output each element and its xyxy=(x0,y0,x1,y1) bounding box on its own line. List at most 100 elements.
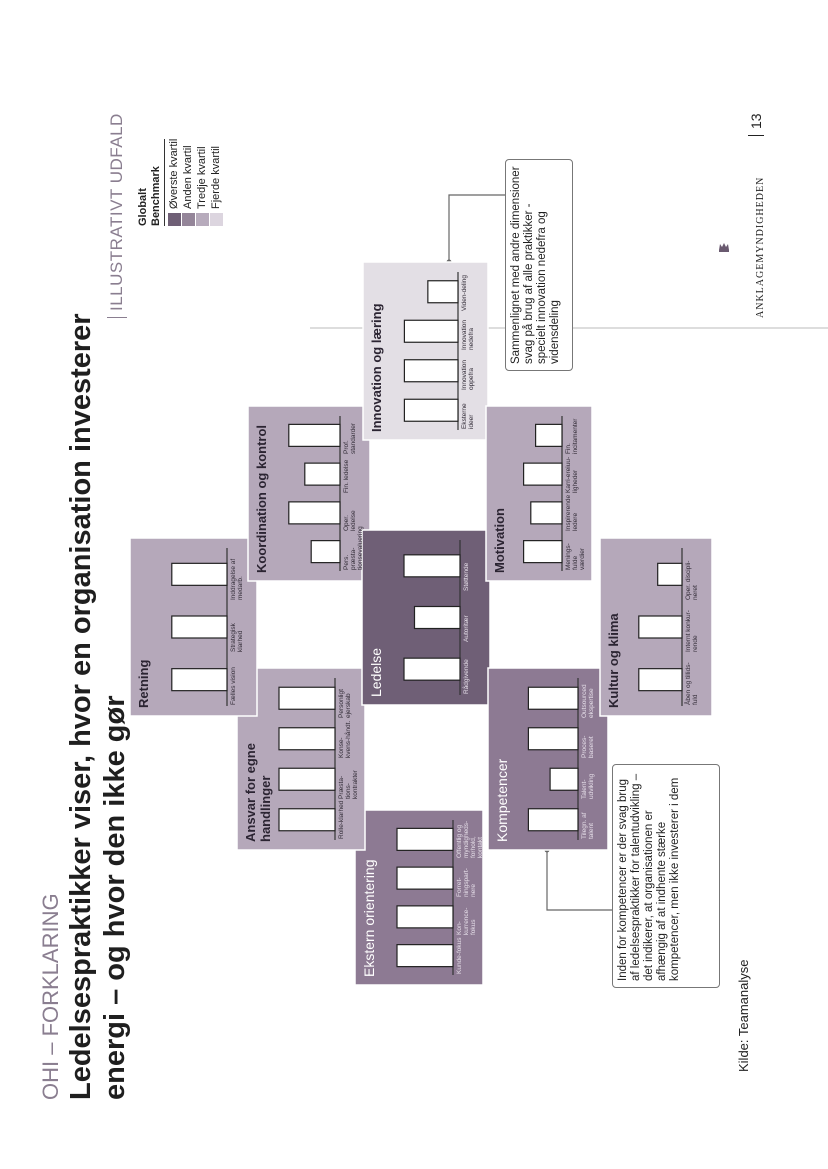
connector-innovation xyxy=(448,194,505,262)
callout-kompetencer-text: Inden for kompetencer er der svag brug a… xyxy=(617,773,681,981)
bar-ledelse-1 xyxy=(403,657,461,681)
bar-koordination-3 xyxy=(304,462,341,486)
bar-ansvar-3 xyxy=(278,727,336,751)
bar-retning-3 xyxy=(171,562,228,586)
benchmark-title-2: Benchmark xyxy=(150,138,165,226)
bar-kultur-2 xyxy=(638,615,683,639)
bar-label: Forret-ningspart-nere xyxy=(456,867,477,897)
legend-swatch xyxy=(167,213,181,226)
legend-swatch xyxy=(181,213,195,226)
bar-label: Autoritær xyxy=(463,615,470,643)
bar-koordination-1 xyxy=(310,540,341,564)
bar-ansvar-4 xyxy=(278,686,336,710)
bar-label: Præsta-tions-kontrakter xyxy=(338,769,359,799)
legend-label: Øverste kvartil xyxy=(168,138,180,209)
bar-label: Konse-kvens-håndt. xyxy=(338,720,352,758)
box-title: Retning xyxy=(136,659,151,708)
box-title: Ledelse xyxy=(368,647,384,697)
box-title: Ekstern orientering xyxy=(361,859,377,977)
bar-label: Oper. discipli-neret xyxy=(685,560,699,600)
bar-label: Viden-deling xyxy=(461,274,468,311)
box-ansvar xyxy=(236,667,366,851)
bar-innovation-3 xyxy=(403,319,459,343)
bar-retning-1 xyxy=(171,668,228,692)
bar-ledelse-3 xyxy=(403,554,461,578)
legend-label: Fjerde kvartil xyxy=(210,146,222,209)
legend-swatch xyxy=(209,213,223,226)
bar-label: Fin. incitamenter xyxy=(565,418,579,454)
bar-label: Personligt ejerskab xyxy=(338,688,352,718)
bar-label: Strategisk klarhed xyxy=(230,623,244,653)
box-kompetencer xyxy=(487,667,609,851)
bar-kompetencer-1 xyxy=(527,808,579,832)
bar-ekstern-4 xyxy=(396,827,454,851)
benchmark-title-1: Globalt xyxy=(137,188,149,226)
bar-label: Kunde-fokus xyxy=(456,937,463,975)
box-title: Ansvar for egne handlinger xyxy=(243,743,273,842)
bar-motivation-3 xyxy=(522,462,563,486)
box-koordination xyxy=(247,405,371,582)
bar-kompetencer-3 xyxy=(527,727,579,751)
box-title: Innovation og læring xyxy=(369,303,384,432)
bar-label: Prof. standarder xyxy=(343,422,357,454)
bar-kultur-3 xyxy=(657,562,683,586)
bar-label: Innovation oppefra xyxy=(461,359,475,390)
source-note: Kilde: Teamanalyse xyxy=(736,959,751,1073)
bar-koordination-2 xyxy=(288,501,341,525)
box-motivation xyxy=(485,405,593,582)
crown-logo xyxy=(717,240,731,254)
bar-label: Fælles vision xyxy=(230,667,237,705)
page-number: 13 xyxy=(748,113,764,136)
bar-retning-2 xyxy=(171,615,228,639)
box-title: Motivation xyxy=(492,508,507,573)
page-title-block: OHI – FORKLARING Ledelsespraktikker vise… xyxy=(38,313,132,1100)
bar-motivation-2 xyxy=(530,501,563,525)
bar-label: Outsourced ekspertise xyxy=(581,683,595,718)
bar-label: Kon-kurrence-fokus xyxy=(456,907,477,936)
legend-label: Anden kvartil xyxy=(182,145,194,209)
title-prefix: OHI – FORKLARING xyxy=(38,893,63,1100)
bar-label: Oper. ledelse xyxy=(343,510,357,532)
legend-label: Tredje kvartil xyxy=(196,146,208,209)
page-title-line1: Ledelsespraktikker viser, hvor en organi… xyxy=(65,313,97,1100)
page-title-line2: energi – og hvor den ikke gør xyxy=(99,695,131,1101)
bar-label: Støttende xyxy=(463,562,470,591)
bar-ansvar-2 xyxy=(278,767,336,791)
bar-ansvar-1 xyxy=(278,808,336,832)
bar-label: Rolle-klarhed xyxy=(338,800,345,839)
bar-label: Inspirerende ledere xyxy=(565,495,579,532)
legend-swatch xyxy=(195,213,209,226)
bar-label: Inddragelse af medarb. xyxy=(230,558,244,600)
legend-item: Anden kvartil xyxy=(181,139,195,226)
bar-ekstern-1 xyxy=(396,944,454,968)
bar-kompetencer-4 xyxy=(527,686,579,710)
illustrative-tag: ILLUSTRATIVT UDFALD xyxy=(107,113,127,318)
callout-kompetencer: Inden for kompetencer er der svag brug a… xyxy=(612,764,720,988)
bar-kompetencer-2 xyxy=(549,767,579,791)
bar-label: Fin. ledelse xyxy=(343,459,350,493)
bar-ekstern-3 xyxy=(396,866,454,890)
legend-item: Øverste kvartil xyxy=(167,139,181,226)
bar-motivation-1 xyxy=(522,540,563,564)
bar-label: Menings-fulde værdier xyxy=(565,543,586,570)
footer-org: ANKLAGEMYNDIGHEDEN xyxy=(755,176,766,318)
box-title: Kompetencer xyxy=(494,758,510,842)
box-kultur xyxy=(599,537,713,717)
bar-innovation-2 xyxy=(403,359,459,383)
box-ekstern xyxy=(354,809,484,986)
callout-innovation-text: Sammenlignet med andre dimensioner svag … xyxy=(510,166,561,364)
bar-koordination-4 xyxy=(288,423,341,447)
bar-label: Internt konkur-rende xyxy=(685,610,699,653)
bar-label: Talent-udvikling xyxy=(581,773,595,799)
bar-ledelse-2 xyxy=(413,605,461,630)
bar-label: Pers. præsta-tionsevaluering xyxy=(343,526,364,570)
box-innovation xyxy=(362,261,489,441)
legend-item: Fjerde kvartil xyxy=(209,139,223,226)
bar-innovation-1 xyxy=(403,398,459,422)
legend-item: Tredje kvartil xyxy=(195,139,209,226)
bar-label: Innovation nedefra xyxy=(461,320,475,350)
bar-label: Rådgivende xyxy=(463,659,470,694)
bar-label: Proces-baseret xyxy=(581,735,595,758)
